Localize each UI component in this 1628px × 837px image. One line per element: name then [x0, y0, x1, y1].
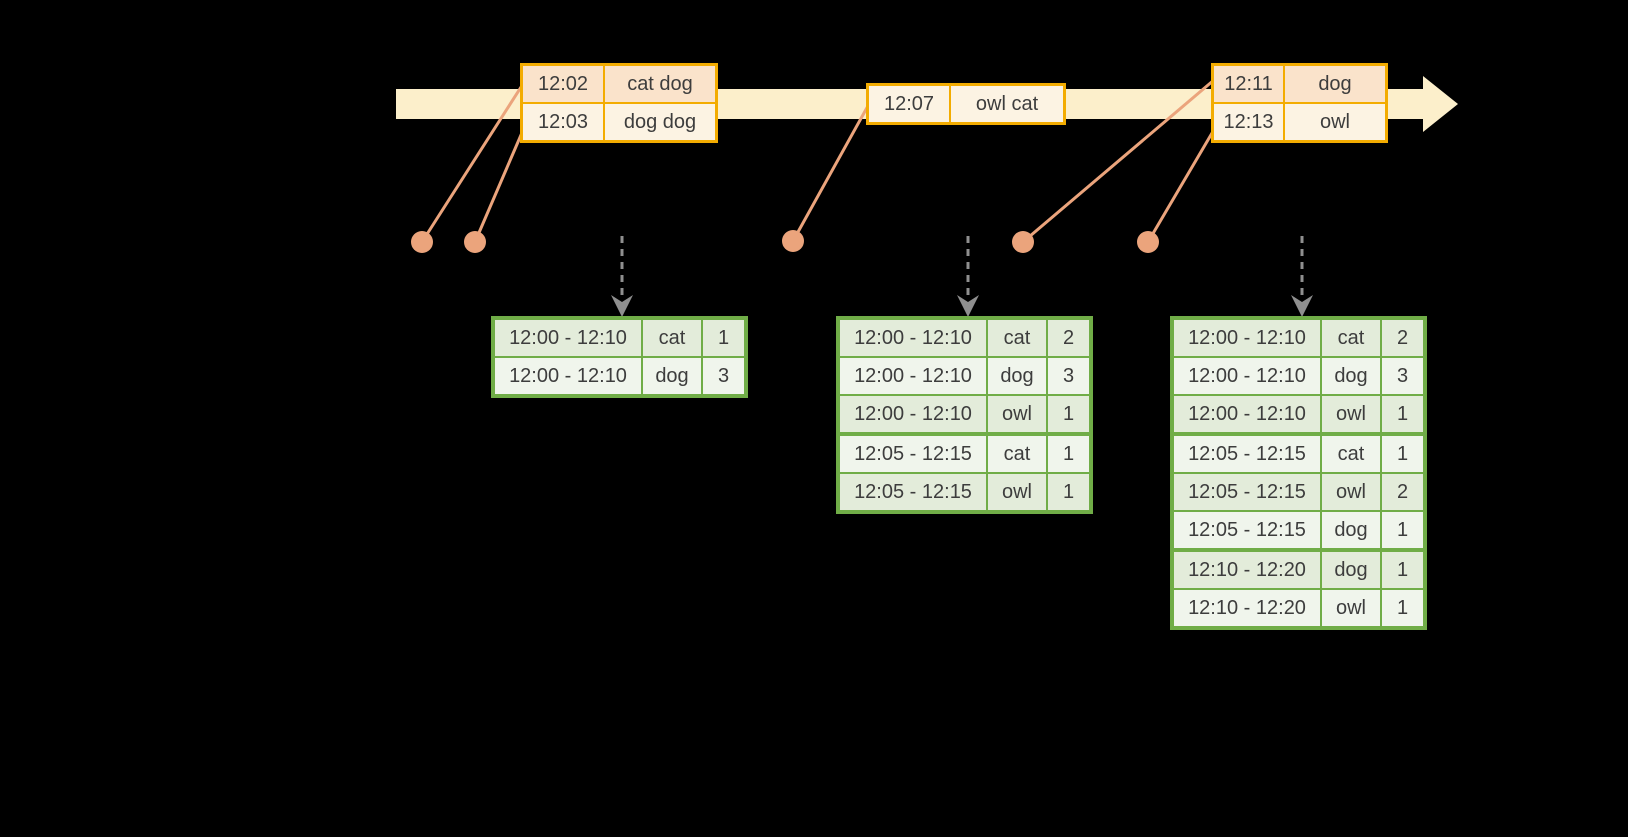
event-line	[791, 102, 871, 243]
result-row: 12:05 - 12:15 owl 2	[1171, 472, 1426, 512]
event-line	[1146, 126, 1217, 244]
event-time: 12:03	[520, 102, 605, 143]
result-row: 12:00 - 12:10 cat 1	[492, 317, 747, 358]
result-word: dog	[1320, 510, 1382, 552]
event-words: cat dog	[603, 63, 718, 104]
event-time: 12:07	[866, 83, 951, 125]
result-window: 12:10 - 12:20	[1171, 549, 1322, 590]
event-row: 12:07 owl cat	[866, 83, 1066, 125]
result-count: 2	[1380, 472, 1426, 512]
result-window: 12:10 - 12:20	[1171, 588, 1322, 629]
result-word: owl	[1320, 472, 1382, 512]
result-count: 1	[1046, 394, 1092, 436]
result-row: 12:10 - 12:20 owl 1	[1171, 588, 1426, 629]
result-table-1: 12:00 - 12:10 cat 1 12:00 - 12:10 dog 3	[491, 316, 748, 398]
result-row: 12:00 - 12:10 dog 3	[492, 356, 747, 397]
result-window: 12:05 - 12:15	[1171, 510, 1322, 552]
result-window: 12:00 - 12:10	[1171, 317, 1322, 358]
event-line	[420, 82, 525, 244]
result-word: owl	[1320, 588, 1382, 629]
result-window: 12:00 - 12:10	[837, 317, 988, 358]
event-dot	[782, 230, 804, 252]
event-table-3: 12:11 dog 12:13 owl	[1211, 63, 1388, 143]
result-word: dog	[986, 356, 1048, 396]
event-table-2: 12:07 owl cat	[866, 83, 1066, 125]
result-window: 12:00 - 12:10	[1171, 356, 1322, 396]
event-row: 12:03 dog dog	[520, 102, 718, 143]
result-window: 12:00 - 12:10	[492, 356, 643, 397]
result-word: cat	[986, 433, 1048, 474]
trigger-arrowheads	[611, 295, 1313, 317]
result-word: dog	[641, 356, 703, 397]
result-count: 1	[1380, 433, 1426, 474]
result-count: 3	[1046, 356, 1092, 396]
result-window: 12:00 - 12:10	[1171, 394, 1322, 436]
result-row: 12:05 - 12:15 dog 1	[1171, 510, 1426, 552]
result-count: 1	[701, 317, 747, 358]
result-count: 3	[1380, 356, 1426, 396]
result-row: 12:05 - 12:15 owl 1	[837, 472, 1092, 513]
event-time: 12:13	[1211, 102, 1285, 143]
result-window: 12:00 - 12:10	[837, 356, 988, 396]
event-words: dog dog	[603, 102, 718, 143]
result-window: 12:05 - 12:15	[1171, 472, 1322, 512]
timeline-arrowhead-icon	[1423, 76, 1458, 132]
result-count: 2	[1046, 317, 1092, 358]
arrow-down-icon	[1291, 295, 1313, 317]
result-count: 1	[1380, 588, 1426, 629]
arrow-down-icon	[957, 295, 979, 317]
result-window: 12:05 - 12:15	[837, 472, 988, 513]
event-dot	[464, 231, 486, 253]
result-count: 1	[1380, 549, 1426, 590]
event-dot	[1012, 231, 1034, 253]
event-table-1: 12:02 cat dog 12:03 dog dog	[520, 63, 718, 143]
event-words: dog	[1283, 63, 1388, 104]
result-row: 12:00 - 12:10 dog 3	[1171, 356, 1426, 396]
result-row: 12:10 - 12:20 dog 1	[1171, 549, 1426, 590]
result-window: 12:05 - 12:15	[837, 433, 988, 474]
event-connector-lines	[420, 78, 1217, 244]
result-word: owl	[1320, 394, 1382, 436]
result-window: 12:00 - 12:10	[492, 317, 643, 358]
result-word: cat	[641, 317, 703, 358]
result-table-3: 12:00 - 12:10 cat 2 12:00 - 12:10 dog 3 …	[1170, 316, 1427, 630]
result-row: 12:00 - 12:10 cat 2	[1171, 317, 1426, 358]
result-window: 12:05 - 12:15	[1171, 433, 1322, 474]
result-row: 12:05 - 12:15 cat 1	[837, 433, 1092, 474]
result-count: 1	[1380, 510, 1426, 552]
result-word: owl	[986, 394, 1048, 436]
arrow-down-icon	[611, 295, 633, 317]
event-time: 12:11	[1211, 63, 1285, 104]
event-time: 12:02	[520, 63, 605, 104]
result-word: cat	[1320, 433, 1382, 474]
result-row: 12:05 - 12:15 cat 1	[1171, 433, 1426, 474]
result-table-2: 12:00 - 12:10 cat 2 12:00 - 12:10 dog 3 …	[836, 316, 1093, 514]
result-window: 12:00 - 12:10	[837, 394, 988, 436]
event-row: 12:02 cat dog	[520, 63, 718, 104]
result-count: 1	[1046, 472, 1092, 513]
result-count: 3	[701, 356, 747, 397]
result-word: dog	[1320, 549, 1382, 590]
result-count: 1	[1380, 394, 1426, 436]
event-words: owl	[1283, 102, 1388, 143]
result-word: cat	[1320, 317, 1382, 358]
result-count: 1	[1046, 433, 1092, 474]
result-row: 12:00 - 12:10 cat 2	[837, 317, 1092, 358]
event-row: 12:13 owl	[1211, 102, 1388, 143]
result-row: 12:00 - 12:10 owl 1	[1171, 394, 1426, 436]
event-dots	[411, 230, 1159, 253]
event-row: 12:11 dog	[1211, 63, 1388, 104]
trigger-arrows	[620, 236, 1304, 296]
result-count: 2	[1380, 317, 1426, 358]
event-line	[473, 126, 526, 244]
result-word: dog	[1320, 356, 1382, 396]
result-row: 12:00 - 12:10 dog 3	[837, 356, 1092, 396]
result-row: 12:00 - 12:10 owl 1	[837, 394, 1092, 436]
event-words: owl cat	[949, 83, 1066, 125]
event-dot	[411, 231, 433, 253]
result-word: cat	[986, 317, 1048, 358]
event-dot	[1137, 231, 1159, 253]
result-word: owl	[986, 472, 1048, 513]
event-line	[1021, 78, 1216, 244]
